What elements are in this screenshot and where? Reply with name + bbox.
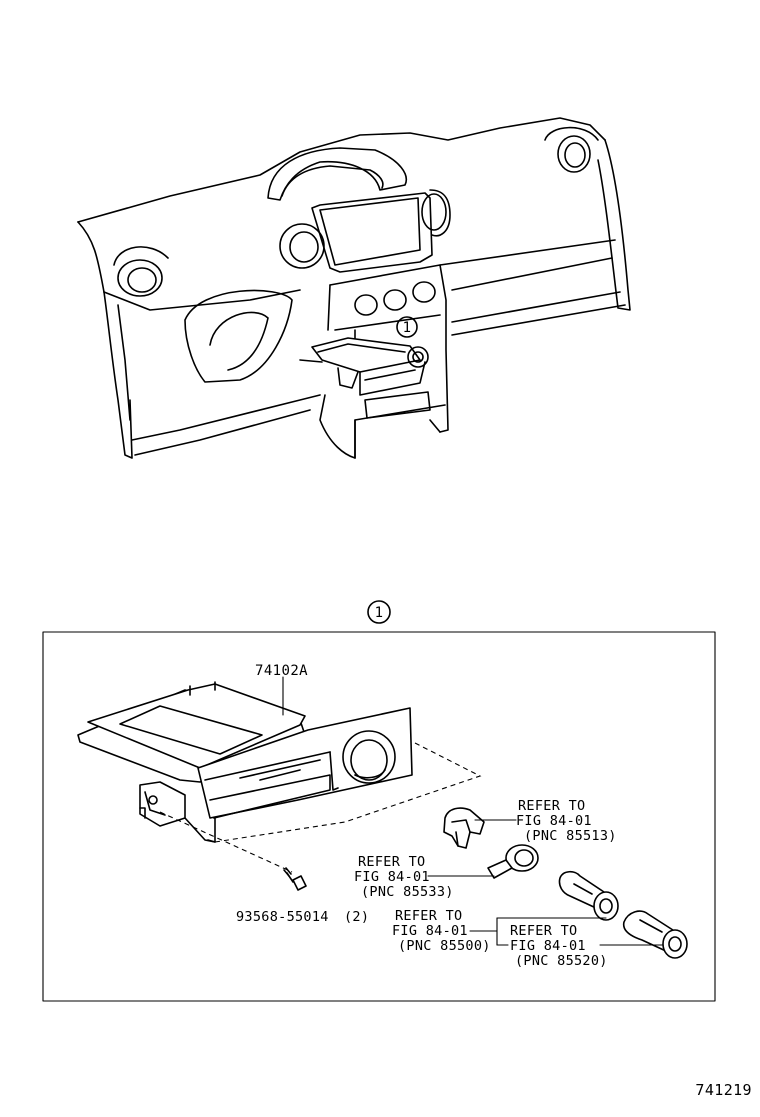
ref-85513-line1: REFER TO	[518, 798, 585, 814]
ref-85533-line2: FIG 84-01	[354, 869, 430, 885]
power-socket-icon	[558, 870, 619, 921]
ref-85513-line2: FIG 84-01	[516, 813, 592, 829]
part-number-screw: 93568-55014	[236, 909, 329, 925]
ref-85500-line3: (PNC 85500)	[398, 938, 491, 954]
callout-number-overview: 1	[403, 320, 412, 336]
install-guide-line-lower	[159, 811, 293, 873]
screw-quantity: (2)	[344, 909, 369, 925]
clip-icon	[443, 807, 485, 849]
dashboard-overview	[77, 117, 631, 459]
ref-85500-line2: FIG 84-01	[392, 923, 468, 939]
callout-circle-detail	[367, 600, 391, 624]
cigarette-lighter-icon	[622, 910, 688, 959]
screw-icon	[283, 867, 307, 891]
ref-85520-line3: (PNC 85520)	[515, 953, 608, 969]
ref-85500-line1: REFER TO	[395, 908, 462, 924]
ref-85533-line3: (PNC 85533)	[361, 884, 454, 900]
install-guide-line-upper	[214, 742, 482, 843]
ref-85520-line1: REFER TO	[510, 923, 577, 939]
detail-frame	[42, 631, 716, 1002]
ref-85520-line2: FIG 84-01	[510, 938, 586, 954]
part-number-74102A: 74102A	[255, 663, 308, 679]
socket-ring-icon	[487, 844, 539, 879]
ref-85513-line3: (PNC 85513)	[524, 828, 617, 844]
ref-85533-line1: REFER TO	[358, 854, 425, 870]
figure-number: 741219	[695, 1081, 752, 1099]
callout-circle-overview	[396, 316, 418, 338]
ashtray-assembly-74102A	[77, 681, 413, 843]
callout-number-detail: 1	[375, 605, 384, 621]
